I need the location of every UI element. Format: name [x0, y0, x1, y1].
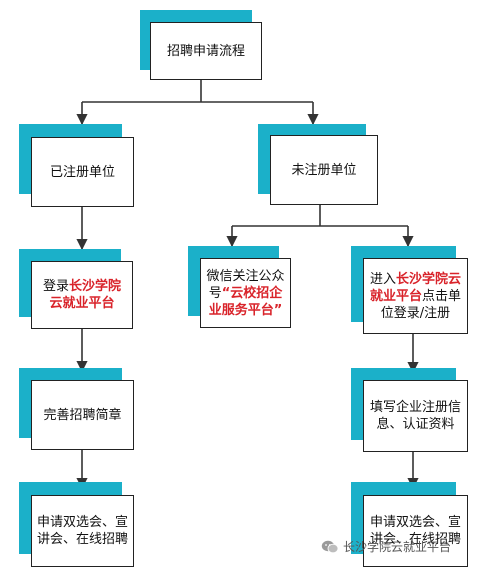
node-unregistered: 未注册单位 [258, 124, 378, 205]
node-registered-apply-label: 申请双选会、宣讲会、在线招聘 [37, 515, 129, 547]
node-card: 未注册单位 [270, 135, 378, 205]
node-card: 填写企业注册信息、认证资料 [363, 380, 468, 452]
node-unregistered-apply: 申请双选会、宣讲会、在线招聘 [351, 482, 468, 567]
node-unregistered-apply-label: 申请双选会、宣讲会、在线招聘 [369, 515, 461, 547]
label-highlight: 长沙学院云就业平台 [49, 279, 122, 311]
label-prefix: 进入 [369, 271, 396, 287]
node-unregistered-register-info: 填写企业注册信息、认证资料 [351, 368, 468, 452]
node-card: 登录长沙学院云就业平台 [31, 261, 133, 329]
node-card: 招聘申请流程 [150, 22, 262, 80]
node-registered-brochure: 完善招聘简章 [19, 368, 134, 450]
node-registered-apply: 申请双选会、宣讲会、在线招聘 [19, 482, 134, 567]
node-registered-brochure-label: 完善招聘简章 [43, 407, 122, 423]
label-highlight: “云校招企业服务平台” [208, 285, 283, 318]
node-card: 微信关注公众号“云校招企业服务平台” [200, 258, 291, 328]
watermark: 长沙学院云就业平台 [321, 538, 451, 555]
watermark-text: 长沙学院云就业平台 [343, 540, 452, 554]
node-registered-login: 登录长沙学院云就业平台 [19, 249, 133, 329]
node-card: 完善招聘简章 [31, 380, 134, 450]
node-unregistered-label: 未注册单位 [291, 162, 357, 178]
label-prefix: 登录 [42, 279, 69, 294]
node-card: 已注册单位 [31, 137, 134, 207]
node-card: 申请双选会、宣讲会、在线招聘 [31, 495, 134, 567]
node-unregistered-platform: 进入长沙学院云就业平台点击单位登录/注册 [351, 246, 468, 334]
node-registered-login-label: 登录长沙学院云就业平台 [37, 278, 127, 312]
node-card: 申请双选会、宣讲会、在线招聘 [363, 495, 468, 567]
label-highlight: 长沙学院云就业平台 [369, 271, 462, 304]
node-unregistered-platform-label: 进入长沙学院云就业平台点击单位登录/注册 [369, 271, 462, 322]
node-root-label: 招聘申请流程 [166, 43, 245, 59]
node-unregistered-register-info-label: 填写企业注册信息、认证资料 [369, 400, 461, 432]
node-unregistered-wechat-label: 微信关注公众号“云校招企业服务平台” [206, 268, 285, 319]
node-root: 招聘申请流程 [140, 10, 264, 80]
label-prefix: 微信关注公众号 [206, 268, 285, 301]
wechat-icon [321, 540, 339, 553]
node-card: 进入长沙学院云就业平台点击单位登录/注册 [363, 258, 468, 334]
label-suffix: 点击单位登录/注册 [380, 288, 462, 321]
node-registered-label: 已注册单位 [49, 164, 115, 180]
node-unregistered-wechat: 微信关注公众号“云校招企业服务平台” [188, 246, 291, 328]
node-registered: 已注册单位 [19, 124, 134, 207]
